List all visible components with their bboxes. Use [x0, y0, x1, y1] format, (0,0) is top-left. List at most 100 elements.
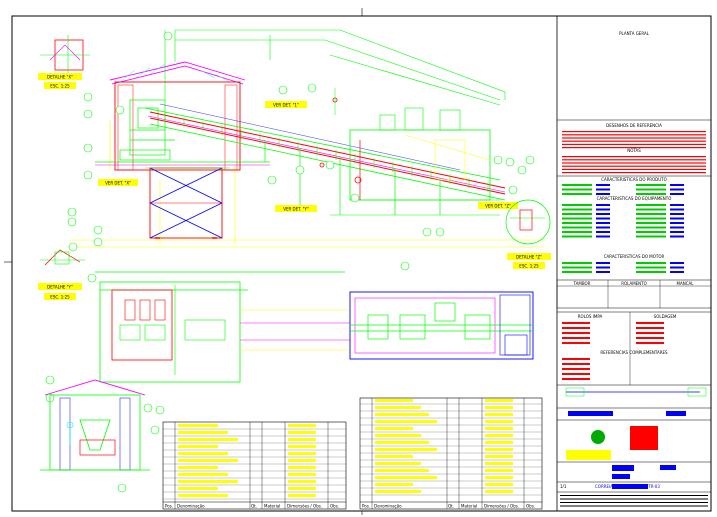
spec-value [596, 184, 610, 186]
title-col-d: ROLOS IMPA [578, 314, 603, 319]
spec-label [636, 188, 666, 191]
roller-spec-line [562, 322, 590, 324]
spec-label [562, 235, 592, 238]
bom-row-desc-text [178, 494, 228, 497]
reference-drawing-line [562, 140, 706, 142]
spec-label [562, 231, 592, 233]
bom-row-desc-text [178, 438, 238, 441]
spec-value [670, 222, 684, 224]
welding-spec-line [636, 322, 664, 324]
bom-row-desc-text [375, 434, 421, 437]
footer-note-line [560, 495, 708, 496]
spec-label [562, 262, 592, 264]
spec-label [636, 235, 666, 238]
spec-value [596, 204, 610, 206]
bom-left-header-weight: Obs. [330, 504, 339, 509]
bom-row-desc-text [375, 469, 429, 472]
spec-label [636, 213, 666, 215]
spec-value [596, 262, 610, 264]
title-drawing-name: CORREIA DE REPOSIÇÃO - TR-03 [595, 484, 660, 489]
spec-value [670, 262, 684, 264]
item-balloon [435, 227, 445, 237]
bom-row-dim-text [485, 434, 513, 437]
spec-label [636, 208, 666, 211]
spec-value [670, 213, 684, 215]
spec-label [636, 226, 666, 229]
bom-row-dim-text [485, 441, 513, 444]
elevation-view: VER DET. "1" VER DET. "X" VER DET. "Y" V… [45, 29, 545, 493]
label-ver-det-x: VER DET. "X" [105, 181, 131, 186]
item-balloon [83, 170, 93, 180]
bom-row-desc-text [178, 445, 218, 448]
detail-callout-labels: VER DET. "1" VER DET. "X" VER DET. "Y" V… [98, 101, 518, 212]
label-detail-x: DETALHE "X" [47, 75, 73, 80]
item-balloon [83, 92, 93, 102]
label-detail-y: DETALHE "Y" [47, 285, 73, 290]
spec-label [636, 204, 666, 206]
spec-value [596, 271, 610, 273]
spec-label [636, 262, 666, 264]
spec-label [562, 213, 592, 215]
bom-row-dim-text [485, 483, 513, 486]
bom-left-header-pos: Pos. [165, 504, 173, 509]
welding-spec-line [636, 332, 664, 334]
spec-label [562, 184, 592, 186]
company-logo-icon [591, 430, 605, 444]
welding-spec-line [636, 342, 664, 344]
bom-table-right: Pos. Denominação Qt. Material Dimensões … [359, 397, 543, 510]
bom-row-dim-text [288, 473, 316, 476]
bom-row-desc-text [178, 487, 218, 490]
note-line [562, 168, 706, 170]
footer-note-line [560, 498, 708, 500]
note-line [562, 162, 706, 164]
bom-row-dim-text [485, 420, 513, 423]
bom-row-dim-text [288, 452, 316, 455]
bom-row-dim-text [485, 448, 513, 451]
spec-value [596, 208, 610, 211]
spec-label [562, 217, 592, 220]
spec-value [670, 188, 684, 191]
spec-value [670, 217, 684, 220]
title-col-b: ROLAMENTO [621, 281, 647, 286]
spec-value [670, 271, 684, 273]
spec-label [636, 217, 666, 220]
label-detail-z-scale: ESC. 1:25 [519, 264, 539, 269]
bom-row-desc-text [375, 420, 437, 423]
spec-value [670, 208, 684, 211]
item-balloon [143, 403, 153, 413]
bom-left-header-desc: Denominação [177, 504, 205, 509]
item-balloon [83, 109, 93, 119]
bom-row-dim-text [288, 445, 316, 448]
complement-ref-line [562, 358, 590, 360]
welding-spec-line [636, 337, 664, 339]
item-balloon [150, 425, 160, 435]
spec-value [596, 217, 610, 220]
bom-right-header-weight: Obs. [526, 504, 535, 509]
detail-y-view: DETALHE "Y" ESC. 1:25 [38, 249, 85, 300]
title-drive-header: CARACTERISTICAS DO MOTOR [604, 254, 665, 259]
detail-z-view: DETALHE "Z" ESC. 1:25 [505, 199, 551, 269]
spec-value [596, 188, 610, 191]
bom-row-dim-text [288, 438, 316, 441]
spec-value [670, 193, 684, 195]
bom-row-desc-text [375, 413, 429, 416]
bom-row-dim-text [288, 459, 316, 462]
spec-label [636, 266, 666, 269]
title-col-f: REFERENCIAS COMPLEMENTARES [600, 350, 668, 355]
item-balloon [508, 185, 518, 195]
title-block: PLANTA GERAL DESENHOS DE REFERENCIA NOTA… [556, 16, 712, 511]
note-line [562, 165, 706, 167]
label-detail-x-scale: ESC. 1:25 [50, 84, 70, 89]
bom-row-dim-text [485, 462, 513, 465]
bom-row-dim-text [288, 431, 316, 434]
spec-value [670, 226, 684, 229]
bom-row-dim-text [288, 494, 316, 497]
spec-label [562, 222, 592, 224]
title-col-e: SOLDAGEM [654, 314, 677, 319]
item-balloon [295, 165, 305, 175]
bom-row-dim-text [485, 476, 513, 479]
spec-value [670, 184, 684, 186]
spec-label [562, 188, 592, 191]
title-sheet-number: 1/1 [560, 484, 567, 489]
